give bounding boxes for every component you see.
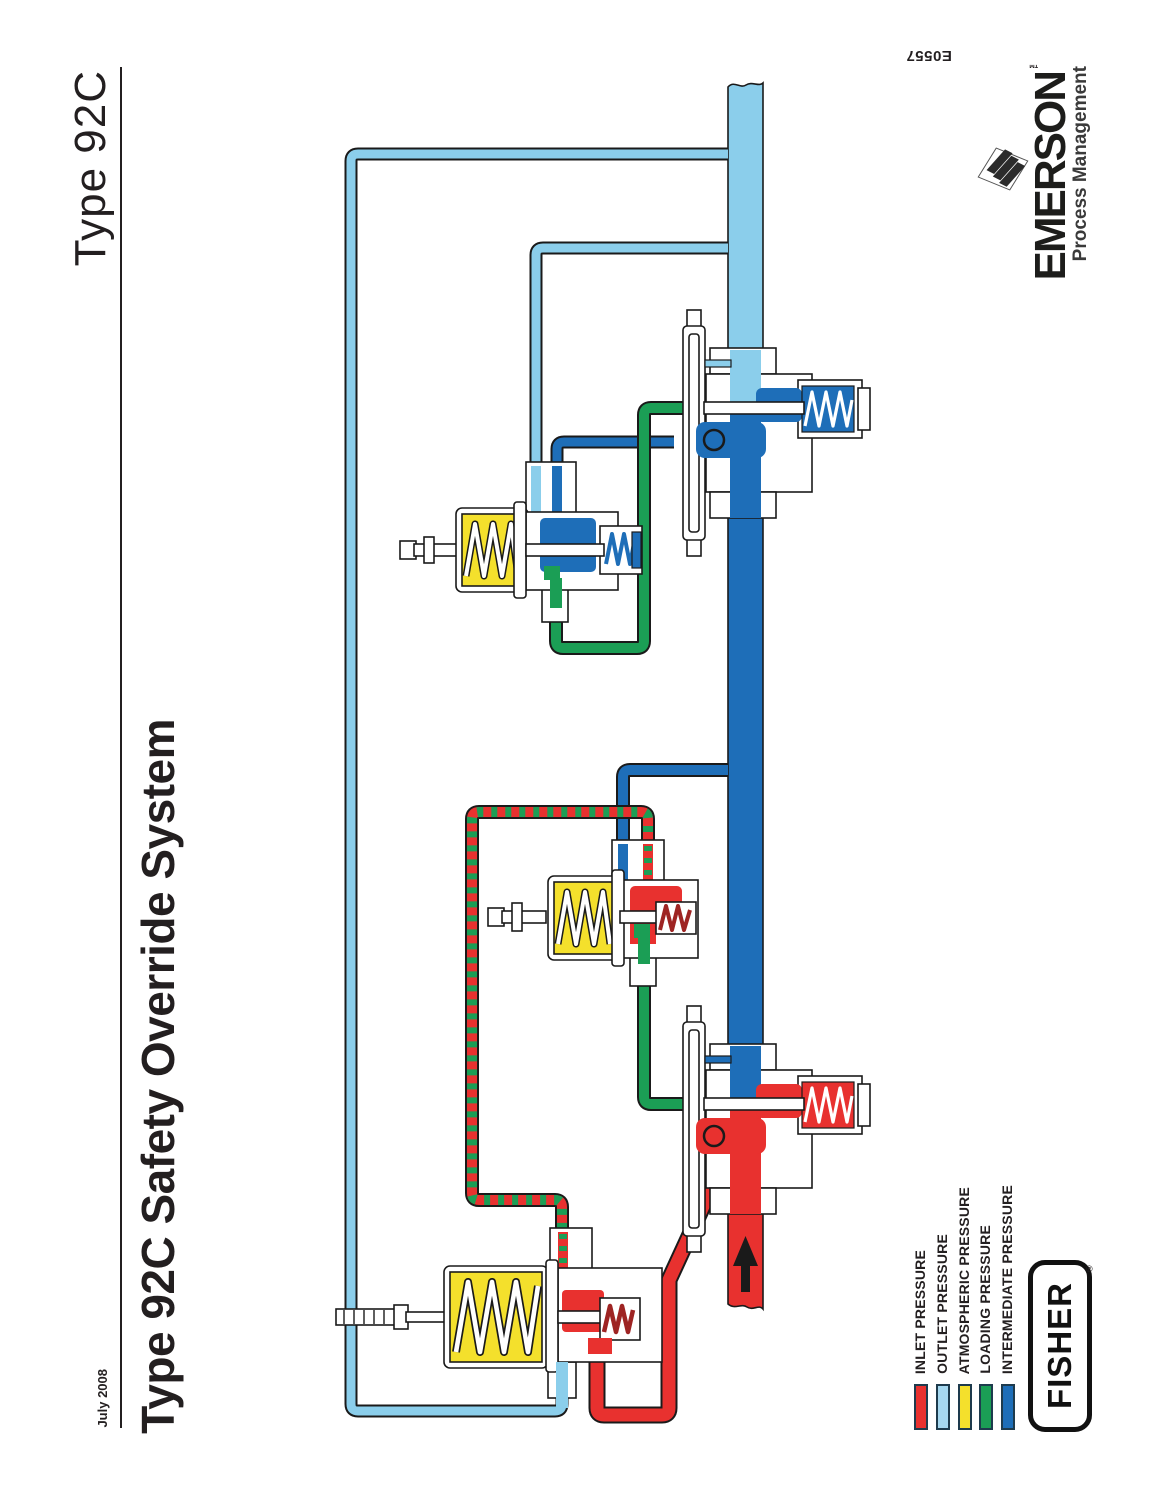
fisher-logo-text: FISHER (1041, 1282, 1078, 1410)
emerson-logo-text: EMERSON (1026, 72, 1075, 281)
header-rule (120, 67, 122, 1428)
emerson-subtitle: Process Management (1070, 66, 1091, 262)
fisher-logo: FISHER (1028, 1260, 1092, 1432)
supply-striped-line (465, 805, 655, 1255)
working-pilot (487, 839, 699, 987)
legend-label-loading: LOADING PRESSURE (977, 1225, 993, 1374)
flow-direction-arrow (733, 1236, 758, 1292)
fisher-registered-mark: ® (1086, 1264, 1093, 1274)
header-model: Type 92C (66, 70, 115, 267)
legend-swatch-intermediate (1001, 1384, 1015, 1430)
legend-label-intermediate: INTERMEDIATE PRESSURE (999, 1184, 1015, 1374)
intermediate-branch-lower (616, 763, 728, 860)
loading-line-upper (549, 401, 692, 655)
legend-label-inlet: INLET PRESSURE (912, 1249, 928, 1374)
schematic (335, 81, 871, 1424)
outlet-pipe (727, 81, 764, 413)
doc-number: E0557 (906, 47, 952, 64)
pilot-supply-regulator (335, 1227, 663, 1408)
inlet-supply-line (588, 1174, 724, 1424)
emerson-diamond-icon (977, 147, 1029, 191)
page-title: Type 92C Safety Override System (132, 719, 184, 1434)
outlet-branch-line (529, 241, 728, 480)
legend-swatch-inlet (914, 1384, 928, 1430)
outlet-sense-line (344, 147, 728, 1418)
legend-swatch-loading (979, 1384, 993, 1430)
legend-label-atmospheric: ATMOSPHERIC PRESSURE (956, 1186, 972, 1374)
legend-swatch-atmospheric (958, 1384, 972, 1430)
override-pilot (399, 461, 643, 623)
intermediate-pipe (727, 399, 764, 1115)
emerson-trademark: ™ (1028, 58, 1039, 69)
intermediate-sense-upper (550, 435, 674, 485)
page-date: July 2008 (95, 1369, 110, 1428)
legend-swatch-outlet (936, 1384, 950, 1430)
legend-label-outlet: OUTLET PRESSURE (934, 1234, 950, 1374)
working-monitor-regulator (682, 1005, 871, 1253)
override-monitor-regulator (682, 309, 871, 557)
loading-line-lower (637, 940, 692, 1111)
